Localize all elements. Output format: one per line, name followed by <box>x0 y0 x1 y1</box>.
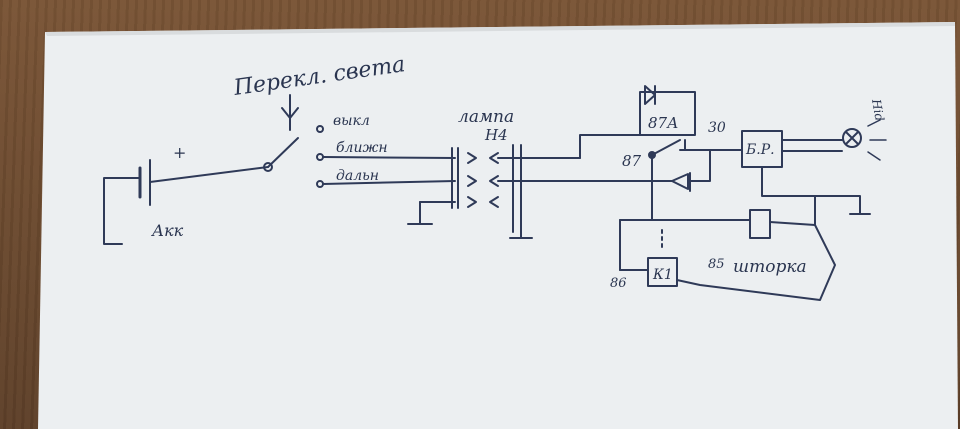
paper-sheet <box>38 22 958 429</box>
relay-coil-circuit <box>619 209 836 301</box>
switch-to-lamp-wires <box>322 156 456 225</box>
ballast-and-xenon <box>741 119 887 226</box>
battery-plus-label: + <box>173 143 186 162</box>
shutter-label: шторка <box>733 257 807 277</box>
pin-87-label: 87 <box>622 152 642 170</box>
switch-pos-off: выкл <box>333 113 370 129</box>
relay-label: К1 <box>652 267 673 283</box>
pin-85-label: 85 <box>708 257 725 272</box>
switch-pos-high: дальн <box>336 168 379 184</box>
pin-87a-label: 87А <box>648 114 678 132</box>
xenon-lamp-label: Hid <box>869 97 887 122</box>
battery-symbol <box>103 159 269 245</box>
h4-connector <box>451 144 641 239</box>
pin-30-label: 30 <box>708 120 726 136</box>
lamp-type-label: Н4 <box>484 126 508 144</box>
battery-label: Акк <box>151 221 184 240</box>
paper-shadow-edge <box>45 22 955 36</box>
light-switch <box>263 94 324 188</box>
relay-contacts <box>579 85 743 221</box>
ballast-label: Б.Р. <box>745 142 775 158</box>
lamp-label: лампа <box>458 107 514 127</box>
pin-86-label: 86 <box>610 276 627 291</box>
switch-pos-low: ближн <box>336 140 388 156</box>
